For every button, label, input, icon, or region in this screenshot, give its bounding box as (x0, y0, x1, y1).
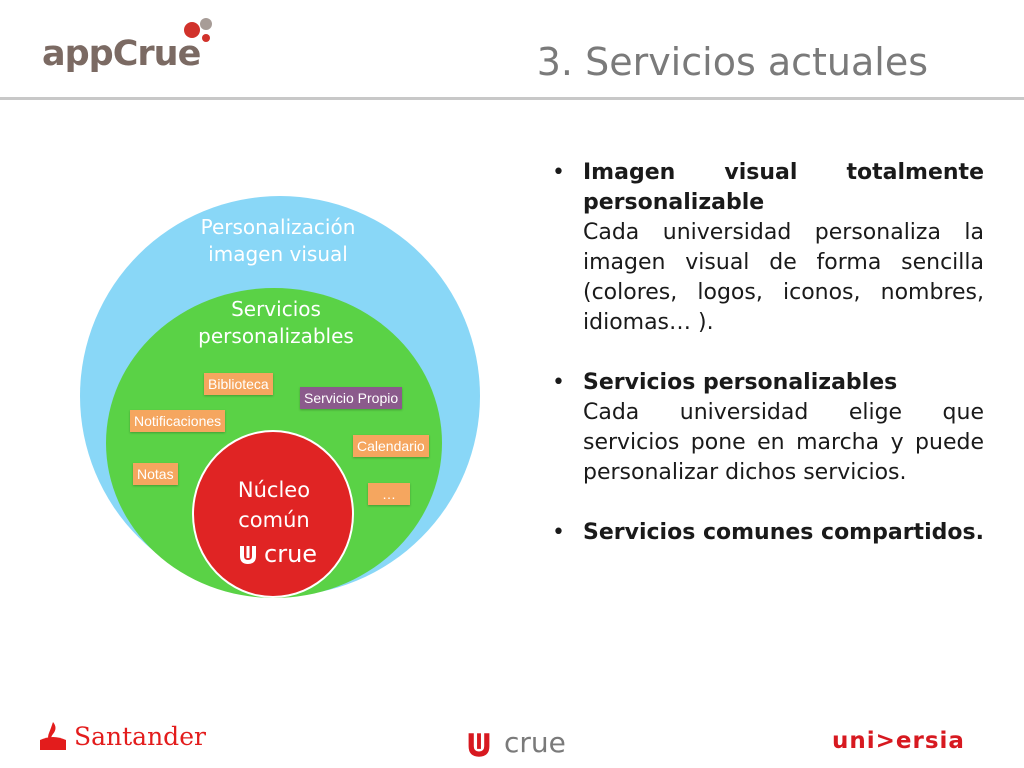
tag-servicio-propio: Servicio Propio (300, 387, 403, 409)
crue-footer-text: crue (504, 726, 566, 759)
bullet-title: Imagen visual totalmente personalizable (583, 160, 984, 215)
bullet-description: Cada universidad elige que servicios pon… (583, 400, 984, 485)
core-crue-text: crue (264, 540, 318, 568)
bullet-list: • Imagen visual totalmente personalizabl… (552, 158, 984, 578)
bullet-mark: • (552, 370, 565, 395)
core-circle (192, 430, 354, 598)
outer-circle-label: Personalización imagen visual (200, 215, 356, 266)
universia-logo: uni>ersia (832, 728, 992, 760)
core-crue-logo: crue (238, 540, 328, 570)
logo-dot-small (202, 34, 210, 42)
universia-logo-text: uni>ersia (832, 728, 965, 754)
tag-calendario: Calendario (353, 435, 429, 457)
logo-dot-large (184, 22, 200, 38)
bullet-item: • Servicios personalizables Cada univers… (552, 368, 984, 488)
bullet-description: Cada universidad personaliza la imagen v… (583, 220, 984, 335)
tag-ellipsis: … (368, 483, 410, 505)
santander-logo-text: Santander (74, 722, 206, 751)
bullet-item: • Servicios comunes compartidos. (552, 518, 984, 548)
santander-flame-icon (40, 722, 66, 750)
bullet-title: Servicios personalizables (583, 370, 898, 395)
middle-circle-label: Servicios personalizables (198, 297, 354, 348)
services-diagram: Personalización imagen visual Servicios … (0, 0, 520, 700)
logo-dot-grey (200, 18, 212, 30)
core-circle-label: Núcleo común (237, 478, 311, 532)
appcrue-logo: appCrue (42, 18, 222, 80)
bullet-title: Servicios comunes compartidos. (583, 520, 984, 545)
crue-mark-icon (468, 733, 490, 757)
tag-notificaciones: Notificaciones (130, 410, 226, 432)
tag-biblioteca: Biblioteca (204, 373, 273, 395)
title-divider (0, 97, 1024, 100)
appcrue-logo-text: appCrue (42, 34, 201, 74)
crue-mark-icon (240, 546, 256, 564)
bullet-mark: • (552, 160, 565, 185)
tag-notas: Notas (133, 463, 178, 485)
santander-logo: Santander (38, 718, 238, 758)
bullet-item: • Imagen visual totalmente personalizabl… (552, 158, 984, 338)
crue-footer-logo: crue (466, 726, 586, 762)
bullet-mark: • (552, 520, 565, 545)
slide-title: 3. Servicios actuales (536, 40, 928, 84)
